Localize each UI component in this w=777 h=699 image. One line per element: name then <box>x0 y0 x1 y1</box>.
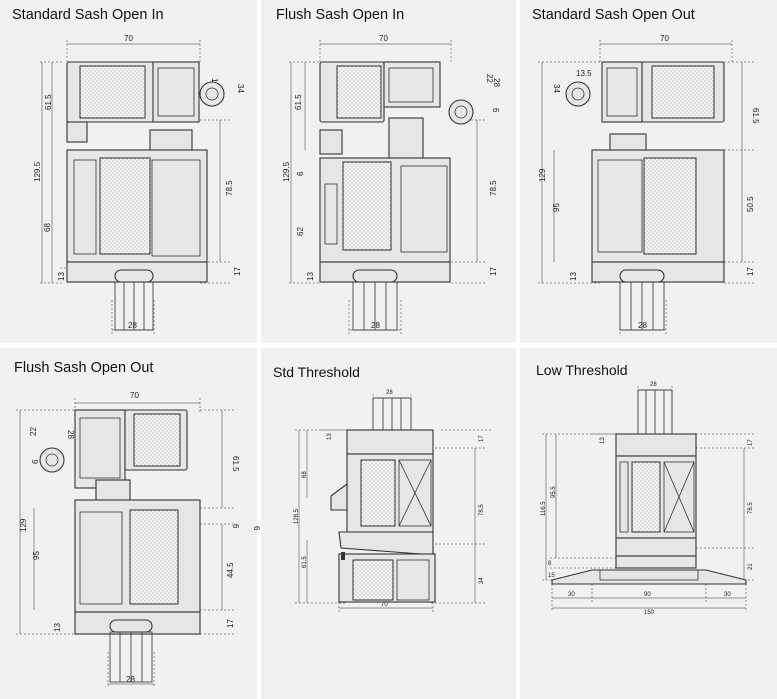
dim-top-right: 17 <box>479 435 485 442</box>
dim-left-lower: 68 <box>43 223 52 232</box>
dim-left-total: 129.5 <box>282 161 291 182</box>
dim-left-lower: 62 <box>296 227 305 236</box>
panel-title: Flush Sash Open In <box>276 7 405 23</box>
section-drawing: 70 61.5 129.5 68 78.5 17 13.5 34 13 28 <box>33 34 245 334</box>
dim-bottom: 70 <box>381 602 388 608</box>
panel-title: Std Threshold <box>273 364 360 380</box>
section-drawing: 70 61.5 129.5 6 62 78.5 17 22 28 6 13 28 <box>282 34 501 334</box>
dim-right-small: 6 <box>491 108 500 113</box>
dim-left-total: 129 <box>538 168 547 182</box>
dim-bottom-right: 30 <box>724 592 731 598</box>
dim-right-bottom: 17 <box>746 267 755 276</box>
dim-left-c: 15 <box>548 573 555 579</box>
dim-right-small: 6 <box>231 524 240 529</box>
panel-title: Standard Sash Open Out <box>532 7 695 23</box>
dim-left-lower: 95 <box>552 203 561 212</box>
dim-right-middle: 44.5 <box>226 562 235 578</box>
dim-right-bottom: 34 <box>479 577 485 584</box>
section-drawing: 28 13 17 68 128.5 61.5 78.5 34 70 <box>294 390 493 612</box>
dim-bottom-mid: 90 <box>644 592 651 598</box>
dim-right-bottom: 21 <box>748 563 754 570</box>
dim-top-left: 22 <box>29 427 38 436</box>
dim-bottom: 28 <box>371 321 380 330</box>
dim-left-total: 129.5 <box>33 161 42 182</box>
dim-right-middle: 50.5 <box>746 196 755 212</box>
dim-bottom-total: 150 <box>644 610 655 616</box>
dim-left-bottom: 13 <box>569 272 578 281</box>
dim-bottom: 28 <box>638 321 647 330</box>
panel-standard-sash-open-out: Standard Sash Open Out 70 129 95 13.5 34… <box>520 0 777 343</box>
dim-right-middle: 78.5 <box>489 180 498 196</box>
dim-left-small: 6 <box>296 171 305 176</box>
panel-std-threshold: Std Threshold 28 13 17 68 128.5 61.5 78.… <box>261 348 516 699</box>
dim-left-b: 61.5 <box>302 556 308 568</box>
dim-handle: 34 <box>552 84 561 93</box>
dim-left-bottom: 13 <box>306 272 315 281</box>
panel-title: Flush Sash Open Out <box>14 360 154 376</box>
dim-side-mark: 6 <box>252 526 261 531</box>
panel-flush-sash-open-in: Flush Sash Open In 70 61.5 129.5 6 62 78… <box>261 0 516 343</box>
panel-low-threshold: Low Threshold 28 13 17 116.5 95.5 8 15 7… <box>520 348 777 699</box>
dim-left-small: 6 <box>31 459 40 464</box>
dim-left-total: 116.5 <box>541 501 547 516</box>
dim-left-lower: 95 <box>32 551 41 560</box>
dim-handle: 34 <box>236 84 245 93</box>
dim-right-middle: 78.5 <box>225 180 234 196</box>
dim-right-middle: 78.5 <box>748 502 754 514</box>
dim-bottom: 28 <box>128 321 137 330</box>
dim-left-bottom: 13 <box>57 272 66 281</box>
section-drawing: 70 22 28 6 129 95 61.5 6 6 44.5 17 13 28 <box>16 391 261 688</box>
dim-top-left: 13 <box>600 437 606 444</box>
dim-left-upper: 61.5 <box>44 94 53 110</box>
dim-left-total: 128.5 <box>294 508 300 524</box>
panel-title: Standard Sash Open In <box>12 7 164 23</box>
dim-top-right: 22 <box>485 74 494 83</box>
dim-top: 28 <box>386 390 393 396</box>
dim-top: 28 <box>650 382 657 388</box>
panel-standard-sash-open-in: Standard Sash Open In 70 61.5 129.5 68 7… <box>0 0 257 343</box>
dim-top: 70 <box>130 391 139 400</box>
dim-right-upper: 61.5 <box>751 108 760 124</box>
dim-top: 70 <box>660 34 669 43</box>
dim-right-bottom: 17 <box>226 619 235 628</box>
dim-left-a: 68 <box>302 471 308 478</box>
dim-handle: 28 <box>66 430 75 439</box>
dim-left-b: 8 <box>548 561 552 567</box>
dim-left-upper: 61.5 <box>294 94 303 110</box>
dim-right-middle: 78.5 <box>479 504 485 516</box>
section-drawing: 28 13 17 116.5 95.5 8 15 78.5 21 30 90 3… <box>541 382 754 616</box>
dim-top: 70 <box>124 34 133 43</box>
dim-top: 70 <box>379 34 388 43</box>
section-drawing: 70 129 95 13.5 34 61.5 50.5 17 13 28 <box>538 34 760 334</box>
dim-right-upper: 61.5 <box>231 456 240 472</box>
dim-left-a: 95.5 <box>551 486 557 498</box>
dim-top-right: 17 <box>748 439 754 446</box>
dim-left-bottom: 13 <box>53 623 62 632</box>
panel-flush-sash-open-out: Flush Sash Open Out 70 22 28 6 129 95 61… <box>0 348 261 699</box>
dim-left-total: 129 <box>19 518 28 532</box>
dim-right-bottom: 17 <box>489 267 498 276</box>
dim-bottom-left: 30 <box>568 592 575 598</box>
dim-top-left: 13.5 <box>576 69 592 78</box>
dim-right-bottom: 17 <box>233 267 242 276</box>
dim-handle: 28 <box>492 78 501 87</box>
panel-title: Low Threshold <box>536 362 628 378</box>
dim-top-left: 13 <box>327 433 333 440</box>
